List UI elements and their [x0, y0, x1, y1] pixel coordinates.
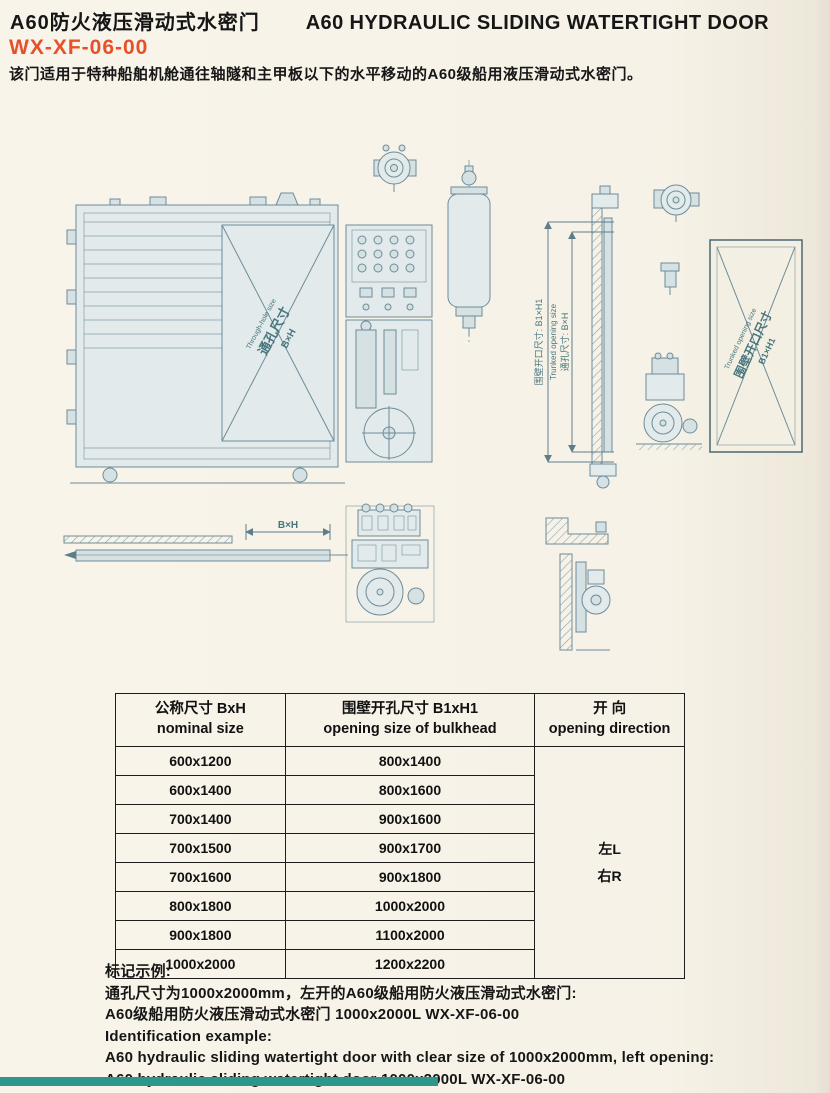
- opening-size-cell: 1200x2200: [284, 949, 536, 979]
- accumulator: [447, 160, 491, 342]
- side-dim-hole-zh: 通孔尺寸: B×H: [559, 313, 570, 372]
- nominal-size-cell: 800x1800: [115, 891, 286, 921]
- col-header-opening-zh: 围壁开孔尺寸 B1xH1: [341, 701, 479, 718]
- trunk-opening-panel: Trunked opening size 围壁开口尺寸 B1×H1: [709, 239, 803, 453]
- mark-title-zh: 标记示例:: [105, 963, 171, 980]
- bottom-roller: [596, 475, 610, 489]
- mark-title-en: Identification example:: [105, 1027, 273, 1045]
- hand-pump-wheel: [362, 406, 416, 460]
- hydraulic-cabinet: [345, 319, 433, 463]
- table-row: 1000x2000 1200x2200: [115, 949, 685, 979]
- page-title-en: A60 HYDRAULIC SLIDING WATERTIGHT DOOR: [305, 12, 770, 34]
- table-row: 800x1800 1000x2000: [115, 891, 685, 921]
- opening-size-cell: 800x1600: [284, 775, 536, 805]
- door-roller-wheel: [102, 467, 118, 483]
- nominal-size-cell: 900x1800: [115, 920, 286, 950]
- drive-unit-side-view: [636, 352, 702, 450]
- lifting-lug: [275, 192, 299, 206]
- col-header-nominal-en: nominal size: [156, 721, 244, 737]
- section-detail-bottom: [559, 553, 611, 651]
- opening-size-cell: 800x1400: [284, 746, 536, 776]
- hydraulic-cylinder: [355, 329, 377, 409]
- control-panel: [345, 224, 433, 318]
- direction-right: 右R: [597, 868, 622, 884]
- side-dim-trunk-en: Trunked opening size: [549, 303, 558, 380]
- power-unit-plan: [345, 503, 435, 623]
- identification-notes: 标记示例: 通孔尺寸为1000x2000mm，左开的A60级船用防火液压滑动式水…: [105, 961, 714, 1091]
- mark-line2-zh: A60级船用防火液压滑动式水密门 1000x2000L WX-XF-06-00: [105, 1006, 520, 1024]
- col-header-opening-size: 围壁开孔尺寸 B1xH1 opening size of bulkhead: [284, 693, 536, 747]
- opening-size-cell: 1000x2000: [284, 891, 536, 921]
- side-dim-trunk-zh: 围壁开口尺寸: B1×H1: [533, 299, 544, 386]
- spec-table: 公称尺寸 BxH nominal size 围壁开孔尺寸 B1xH1 openi…: [115, 693, 685, 979]
- section-detail-top: [545, 517, 609, 545]
- door-plan-view: B×H: [63, 520, 348, 562]
- valve-part: [660, 262, 680, 295]
- table-row: 600x1400 800x1600: [115, 775, 685, 805]
- nominal-size-cell: 700x1500: [115, 833, 286, 863]
- col-header-direction: 开 向 opening direction: [534, 693, 685, 747]
- door-leaf-panel: Through-hole size 通孔尺寸 B×H: [221, 224, 335, 442]
- opening-size-cell: 1100x2000: [284, 920, 536, 950]
- bulkhead-section: [591, 207, 603, 465]
- drawing-canvas: Through-hole size 通孔尺寸 B×H: [63, 144, 803, 651]
- col-header-direction-en: opening direction: [548, 721, 671, 737]
- nominal-size-cell: 1000x2000: [115, 949, 286, 979]
- technical-drawings: Through-hole size 通孔尺寸 B×H: [0, 130, 830, 690]
- opening-direction-cell: 左L 右R: [534, 746, 685, 979]
- mark-line1-en: A60 hydraulic sliding watertight door wi…: [105, 1049, 715, 1067]
- footer-accent-bar: [0, 1077, 438, 1086]
- mark-line1-zh: 通孔尺寸为1000x2000mm，左开的A60级船用防火液压滑动式水密门:: [105, 984, 577, 1002]
- plan-bh-label: B×H: [278, 520, 298, 531]
- door-leaf-edge: [603, 217, 613, 453]
- door-roller-wheel: [292, 467, 308, 483]
- bulkhead-section-detail: [559, 553, 573, 651]
- direction-left: 左L: [598, 841, 621, 857]
- pump-top-view: [653, 184, 700, 222]
- motor-top-view: [373, 144, 417, 192]
- col-header-nominal-size: 公称尺寸 BxH nominal size: [115, 693, 286, 747]
- page-description: 该门适用于特种船舶机舱通往轴隧和主甲板以下的水平移动的A60级船用液压滑动式水密…: [9, 66, 643, 83]
- table-row: 600x1200 800x1400 左L 右R: [115, 746, 685, 979]
- nominal-size-cell: 600x1400: [115, 775, 286, 805]
- door-leaf-plan: [75, 549, 331, 562]
- control-panel-buttons: [357, 235, 415, 273]
- model-number: WX-XF-06-00: [9, 36, 149, 59]
- opening-size-cell: 900x1600: [284, 804, 536, 834]
- nominal-size-cell: 700x1600: [115, 862, 286, 892]
- bulkhead-plan: [63, 535, 233, 544]
- page-title-zh: A60防火液压滑动式水密门: [10, 12, 260, 34]
- nominal-size-cell: 700x1400: [115, 804, 286, 834]
- col-header-nominal-zh: 公称尺寸 BxH: [154, 701, 246, 718]
- door-front-view: Through-hole size 通孔尺寸 B×H: [66, 192, 345, 484]
- col-header-opening-en: opening size of bulkhead: [323, 721, 497, 737]
- table-header-row: 公称尺寸 BxH nominal size 围壁开孔尺寸 B1xH1 openi…: [115, 693, 685, 747]
- door-side-view: 围壁开口尺寸: B1×H1 Trunked opening size 通孔尺寸:…: [533, 185, 619, 489]
- page-header: A60防火液压滑动式水密门 A60 HYDRAULIC SLIDING WATE…: [10, 6, 822, 35]
- opening-size-cell: 900x1800: [284, 862, 536, 892]
- col-header-direction-zh: 开 向: [593, 701, 627, 718]
- nominal-size-cell: 600x1200: [115, 746, 286, 776]
- opening-size-cell: 900x1700: [284, 833, 536, 863]
